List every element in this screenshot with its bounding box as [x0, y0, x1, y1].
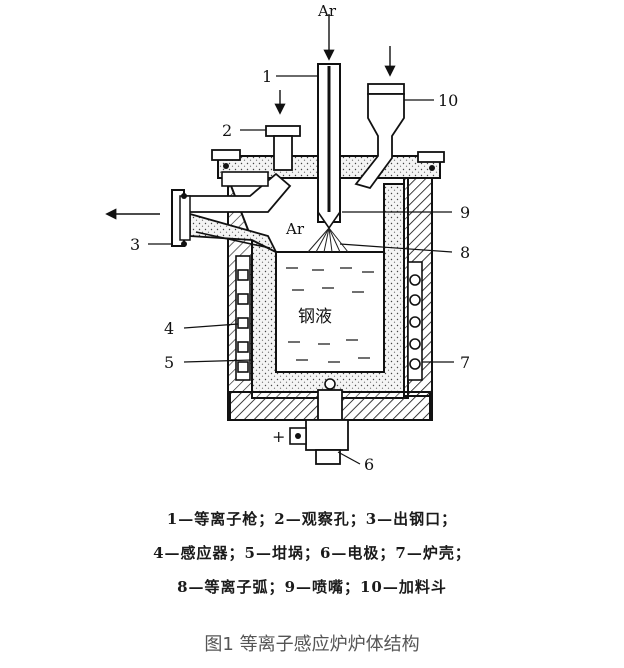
label-8: 8 [460, 243, 470, 262]
induction-coil-left [235, 255, 251, 381]
plasma-arc [307, 227, 349, 253]
label-2: 2 [222, 121, 232, 140]
plasma-torch [317, 14, 341, 230]
label-ar-inner: Ar [285, 220, 305, 238]
tapping-spout [171, 171, 292, 249]
label-10: 10 [438, 91, 458, 110]
leader-lines [148, 75, 454, 465]
label-4: 4 [164, 319, 174, 338]
legend-line-2: 4—感应器；5—坩埚；6—电极；7—炉壳； [153, 544, 471, 562]
label-5: 5 [164, 353, 174, 372]
observation-port [265, 90, 301, 171]
bottom-electrode [289, 378, 349, 465]
label-ar-top: Ar [317, 2, 337, 20]
label-7: 7 [460, 353, 470, 372]
figure-caption: 图1 等离子感应炉炉体结构 [204, 634, 420, 655]
charging-hopper [354, 46, 405, 190]
label-3: 3 [130, 235, 140, 254]
furnace-diagram: Ar Ar 1 2 3 4 5 6 7 8 9 10 钢液 + [105, 2, 470, 474]
molten-steel [275, 251, 385, 373]
legend-line-1: 1—等离子枪；2—观察孔；3—出钢口； [166, 510, 458, 528]
label-molten-steel: 钢液 [298, 307, 332, 327]
legend-line-3: 8—等离子弧；9—喷嘴；10—加料斗 [177, 578, 447, 596]
label-6: 6 [364, 455, 374, 474]
induction-coil-right [407, 261, 423, 381]
label-plus: + [272, 427, 285, 446]
label-9: 9 [460, 203, 470, 222]
label-1: 1 [262, 67, 272, 86]
